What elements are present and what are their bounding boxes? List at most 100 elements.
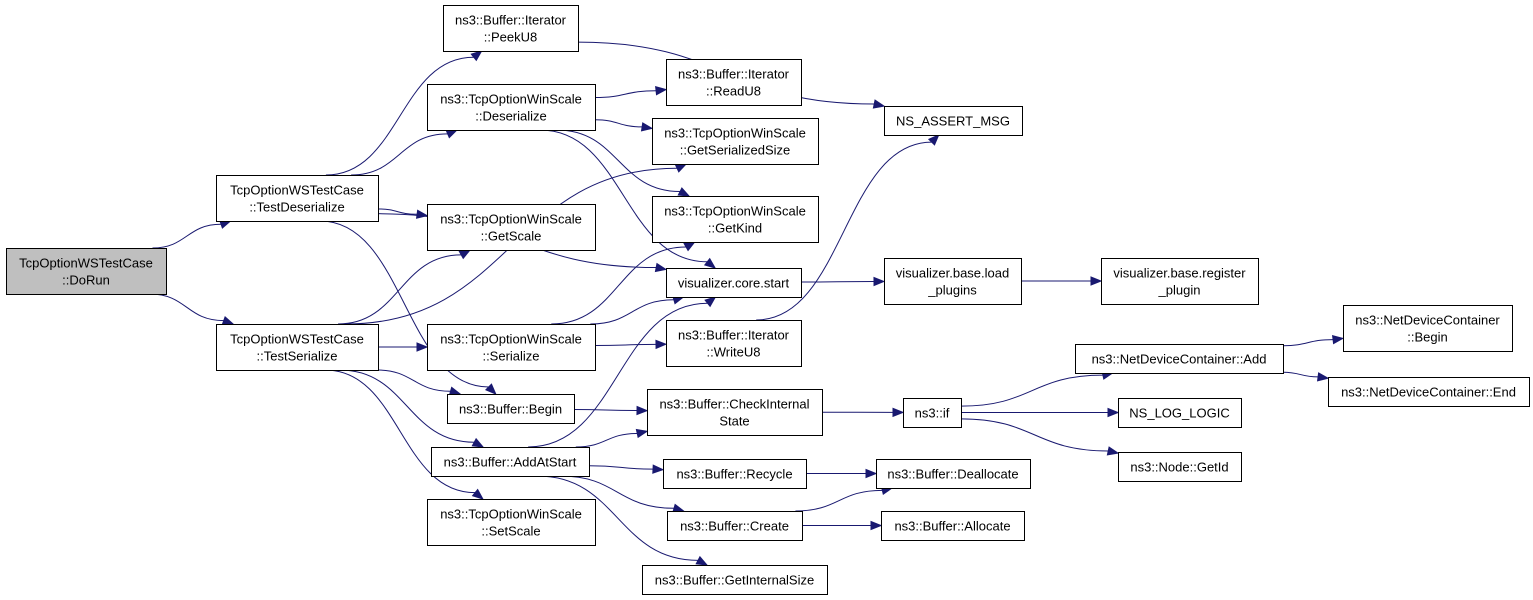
node-label: ::TestSerialize: [257, 349, 338, 364]
node-vizstart[interactable]: visualizer.core.start: [666, 268, 802, 298]
edge-create-to-alloc: [801, 520, 883, 531]
arrowhead-icon: [221, 315, 235, 325]
node-box: [427, 499, 596, 546]
node-label: ns3::TcpOptionWinScale: [440, 332, 582, 347]
node-label: ns3::if: [915, 406, 950, 421]
node-box: [1075, 344, 1284, 374]
node-label: ns3::Buffer::Create: [680, 519, 789, 534]
node-box: [663, 459, 807, 489]
edge-line: [1282, 371, 1319, 378]
node-dorun[interactable]: TcpOptionWSTestCase::DoRun: [6, 248, 167, 295]
node-label: ::GetScale: [481, 229, 542, 244]
edge-line: [960, 374, 1103, 407]
edge-testser-to-getscale: [338, 249, 472, 325]
node-assert[interactable]: NS_ASSERT_MSG: [884, 106, 1023, 136]
edge-line: [556, 129, 681, 193]
node-box: [903, 398, 962, 428]
node-label: ::WriteU8: [707, 345, 761, 360]
node-setscale[interactable]: ns3::TcpOptionWinScale::SetScale: [427, 499, 596, 546]
node-dealloc[interactable]: ns3::Buffer::Deallocate: [876, 459, 1031, 489]
edge-testser-to-begin: [376, 369, 462, 396]
arrowhead-icon: [873, 276, 886, 287]
node-getid[interactable]: ns3::Node::GetId: [1118, 452, 1242, 482]
node-loglogic[interactable]: NS_LOG_LOGIC: [1118, 398, 1242, 428]
edge-testdeser-to-begin: [320, 220, 497, 395]
node-label: ::ReadU8: [706, 84, 761, 99]
node-label: ns3::Buffer::Recycle: [676, 467, 792, 482]
node-label: ::GetKind: [708, 221, 762, 236]
node-label: visualizer.core.start: [678, 276, 790, 291]
node-addatstart[interactable]: ns3::Buffer::AddAtStart: [431, 447, 590, 477]
edge-testser-to-setscale: [325, 369, 484, 500]
edge-line: [551, 246, 687, 325]
node-testdeser[interactable]: TcpOptionWSTestCase::TestDeserialize: [216, 175, 379, 222]
node-recycle[interactable]: ns3::Buffer::Recycle: [663, 459, 807, 489]
edge-ser-to-writeu8: [594, 339, 668, 350]
node-ndcend[interactable]: ns3::NetDeviceContainer::End: [1328, 377, 1530, 407]
node-box: [1118, 452, 1242, 482]
node-deser[interactable]: ns3::TcpOptionWinScale::Deserialize: [427, 84, 596, 131]
node-label: ns3::TcpOptionWinScale: [664, 204, 806, 219]
node-label: ns3::Buffer::Iterator: [678, 67, 790, 82]
node-label: ::Begin: [1407, 330, 1447, 345]
node-begin[interactable]: ns3::Buffer::Begin: [447, 394, 575, 424]
edge-vizstart-to-loadplugins: [800, 276, 886, 287]
edge-addatstart-to-recycle: [588, 464, 665, 474]
edge-line: [594, 90, 657, 99]
node-ndcbegin[interactable]: ns3::NetDeviceContainer::Begin: [1343, 305, 1513, 352]
edge-testser-to-ser: [377, 342, 429, 352]
node-readu8[interactable]: ns3::Buffer::Iterator::ReadU8: [666, 59, 802, 106]
node-box: [1328, 377, 1530, 407]
node-testser[interactable]: TcpOptionWSTestCase::TestSerialize: [216, 324, 379, 371]
node-getscale[interactable]: ns3::TcpOptionWinScale::GetScale: [427, 204, 596, 251]
node-label: ns3::Buffer::GetInternalSize: [655, 573, 814, 588]
node-label: ns3::Buffer::Iterator: [678, 328, 790, 343]
arrowhead-icon: [640, 122, 654, 132]
node-box: [652, 118, 819, 165]
node-create[interactable]: ns3::Buffer::Create: [667, 511, 803, 541]
arrowhead-icon: [445, 129, 459, 139]
arrowhead-icon: [636, 405, 649, 416]
node-alloc[interactable]: ns3::Buffer::Allocate: [881, 511, 1025, 541]
node-box: [666, 59, 802, 106]
node-ser[interactable]: ns3::TcpOptionWinScale::Serialize: [427, 324, 596, 371]
arrowhead-icon: [683, 241, 696, 252]
arrowhead-icon: [872, 99, 886, 109]
edge-line: [594, 343, 657, 346]
node-label: ::TestDeserialize: [249, 200, 344, 215]
node-writeu8[interactable]: ns3::Buffer::Iterator::WriteU8: [666, 320, 802, 367]
node-getkind[interactable]: ns3::TcpOptionWinScale::GetKind: [652, 196, 819, 243]
edge-line: [594, 119, 643, 128]
edges-layer: [149, 41, 1345, 566]
node-label: ::GetSerializedSize: [680, 143, 791, 158]
edge-addatstart-to-checkstate: [575, 428, 649, 448]
node-getsersize[interactable]: ns3::TcpOptionWinScale::GetSerializedSiz…: [652, 118, 819, 165]
node-box: [647, 389, 823, 436]
edge-line: [377, 208, 418, 215]
edge-line: [149, 293, 224, 322]
node-loadplugins[interactable]: visualizer.base.load_plugins: [884, 258, 1022, 305]
arrowhead-icon: [1107, 407, 1120, 418]
edge-line: [339, 369, 475, 443]
edge-dorun-to-testser: [149, 293, 235, 325]
arrowhead-icon: [674, 163, 688, 173]
edge-line: [325, 56, 474, 176]
edge-ndcadd-to-ndcbegin: [1282, 334, 1345, 347]
node-box: [642, 565, 828, 595]
arrowhead-icon: [635, 428, 649, 439]
edge-nsif-to-loglogic: [961, 407, 1120, 418]
node-label: NS_ASSERT_MSG: [896, 114, 1010, 129]
node-peeku8[interactable]: ns3::Buffer::Iterator::PeekU8: [443, 5, 579, 52]
edge-addatstart-to-getintsize: [537, 475, 709, 566]
node-nsif[interactable]: ns3::if: [903, 398, 962, 428]
edge-line: [537, 475, 699, 561]
arrowhead-icon: [471, 437, 485, 448]
node-regplugin[interactable]: visualizer.base.register_plugin: [1101, 258, 1259, 305]
node-ndcadd[interactable]: ns3::NetDeviceContainer::Add: [1075, 344, 1284, 374]
edge-ndcadd-to-ndcend: [1282, 371, 1330, 382]
node-getintsize[interactable]: ns3::Buffer::GetInternalSize: [642, 565, 828, 595]
edge-testser-to-addatstart: [339, 369, 485, 448]
node-box: [216, 324, 379, 371]
edge-line: [756, 141, 932, 321]
